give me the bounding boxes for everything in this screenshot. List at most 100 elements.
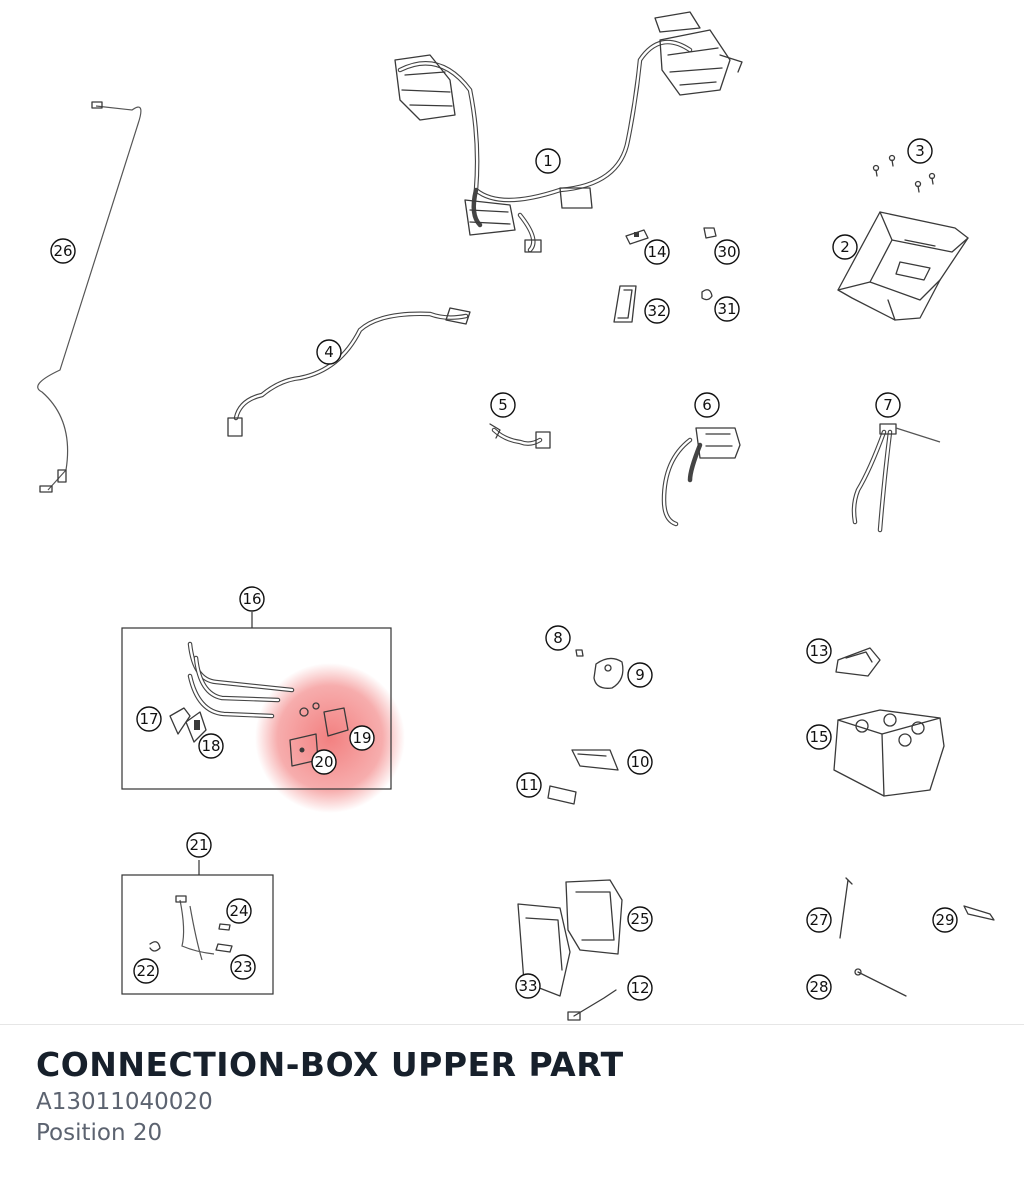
- svg-text:16: 16: [242, 590, 261, 608]
- svg-text:24: 24: [229, 902, 248, 920]
- svg-text:22: 22: [136, 962, 155, 980]
- svg-text:7: 7: [883, 396, 893, 414]
- part-12-sensor-rod[interactable]: [567, 989, 617, 1021]
- label-10[interactable]: 10: [627, 749, 653, 775]
- label-21[interactable]: 21: [186, 832, 212, 858]
- svg-text:20: 20: [314, 753, 333, 771]
- part-2-housing-tray[interactable]: [837, 211, 969, 321]
- svg-text:17: 17: [139, 710, 158, 728]
- svg-text:10: 10: [630, 753, 649, 771]
- label-18[interactable]: 18: [198, 733, 224, 759]
- svg-text:11: 11: [519, 776, 538, 794]
- svg-text:33: 33: [518, 977, 537, 995]
- parts-diagram: 1 2 3 4 5 6 7 8 9 10 11 12 13 14 15 16 1…: [37, 11, 995, 1021]
- label-26[interactable]: 26: [50, 238, 76, 264]
- part-13-connector-block[interactable]: [835, 647, 881, 677]
- svg-text:30: 30: [717, 243, 736, 261]
- label-22[interactable]: 22: [133, 958, 159, 984]
- part-10-bracket[interactable]: [571, 749, 619, 771]
- part-number: A13011040020: [36, 1089, 213, 1115]
- part-9-grommet[interactable]: [593, 657, 624, 689]
- label-14[interactable]: 14: [644, 239, 670, 265]
- info-footer: CONNECTION-BOX UPPER PART A13011040020 P…: [0, 1024, 1024, 1178]
- part-5-small-harness[interactable]: [489, 423, 551, 449]
- svg-text:13: 13: [809, 642, 828, 660]
- svg-text:28: 28: [809, 978, 828, 996]
- label-28[interactable]: 28: [806, 974, 832, 1000]
- svg-text:19: 19: [352, 729, 371, 747]
- part-23-terminal[interactable]: [215, 943, 233, 953]
- svg-text:5: 5: [498, 396, 508, 414]
- svg-text:27: 27: [809, 911, 828, 929]
- svg-text:15: 15: [809, 728, 828, 746]
- part-24-terminal[interactable]: [218, 923, 231, 931]
- part-32-cover[interactable]: [613, 285, 637, 323]
- svg-text:12: 12: [630, 979, 649, 997]
- part-31-clip[interactable]: [701, 289, 713, 301]
- part-3-screws[interactable]: [872, 154, 936, 193]
- part-22-clamp[interactable]: [149, 941, 161, 952]
- label-16[interactable]: 16: [239, 586, 265, 612]
- label-6[interactable]: 6: [694, 392, 720, 418]
- part-18-holder[interactable]: [185, 711, 207, 743]
- part-16-cables[interactable]: [187, 641, 295, 719]
- label-30[interactable]: 30: [714, 239, 740, 265]
- svg-text:31: 31: [717, 300, 736, 318]
- label-20[interactable]: 20: [311, 749, 337, 775]
- part-14-connector[interactable]: [625, 229, 649, 245]
- svg-text:18: 18: [201, 737, 220, 755]
- part-21-wiring[interactable]: [175, 895, 215, 961]
- part-28-bolt[interactable]: [854, 968, 907, 997]
- part-8-plug[interactable]: [575, 649, 584, 657]
- label-25[interactable]: 25: [627, 906, 653, 932]
- part-29-tool[interactable]: [963, 905, 995, 921]
- label-31[interactable]: 31: [714, 296, 740, 322]
- svg-text:1: 1: [543, 152, 553, 170]
- label-24[interactable]: 24: [226, 898, 252, 924]
- part-1-main-harness[interactable]: [394, 11, 743, 253]
- label-4[interactable]: 4: [316, 339, 342, 365]
- part-33-housing[interactable]: [517, 903, 571, 997]
- position-label: Position 20: [36, 1120, 163, 1146]
- part-27-rod[interactable]: [839, 877, 853, 939]
- label-12[interactable]: 12: [627, 975, 653, 1001]
- svg-text:8: 8: [553, 629, 563, 647]
- assembly-title: CONNECTION-BOX UPPER PART: [36, 1045, 624, 1084]
- svg-text:23: 23: [233, 958, 252, 976]
- label-29[interactable]: 29: [932, 907, 958, 933]
- svg-text:26: 26: [53, 242, 72, 260]
- label-2[interactable]: 2: [832, 234, 858, 260]
- part-17-clip[interactable]: [169, 707, 191, 735]
- label-8[interactable]: 8: [545, 625, 571, 651]
- label-27[interactable]: 27: [806, 907, 832, 933]
- label-5[interactable]: 5: [490, 392, 516, 418]
- svg-text:6: 6: [702, 396, 712, 414]
- label-15[interactable]: 15: [806, 724, 832, 750]
- svg-text:14: 14: [647, 243, 666, 261]
- part-25-housing[interactable]: [565, 879, 623, 955]
- part-6-connector-harness[interactable]: [661, 427, 741, 527]
- label-32[interactable]: 32: [644, 298, 670, 324]
- label-9[interactable]: 9: [627, 662, 653, 688]
- part-26-cable[interactable]: [37, 101, 142, 493]
- part-4-cable[interactable]: [227, 307, 471, 437]
- svg-text:32: 32: [647, 302, 666, 320]
- label-23[interactable]: 23: [230, 954, 256, 980]
- part-11-connector[interactable]: [547, 785, 577, 805]
- label-3[interactable]: 3: [907, 138, 933, 164]
- label-33[interactable]: 33: [515, 973, 541, 999]
- group-21-frame: [121, 874, 274, 995]
- label-1[interactable]: 1: [535, 148, 561, 174]
- svg-text:4: 4: [324, 343, 334, 361]
- highlight-glow: [255, 663, 405, 813]
- label-7[interactable]: 7: [875, 392, 901, 418]
- part-30-clip[interactable]: [703, 227, 717, 239]
- svg-text:25: 25: [630, 910, 649, 928]
- part-15-control-unit[interactable]: [833, 709, 945, 797]
- label-19[interactable]: 19: [349, 725, 375, 751]
- label-11[interactable]: 11: [516, 772, 542, 798]
- label-13[interactable]: 13: [806, 638, 832, 664]
- part-19-socket[interactable]: [299, 702, 349, 737]
- label-17[interactable]: 17: [136, 706, 162, 732]
- part-7-leads[interactable]: [851, 423, 941, 533]
